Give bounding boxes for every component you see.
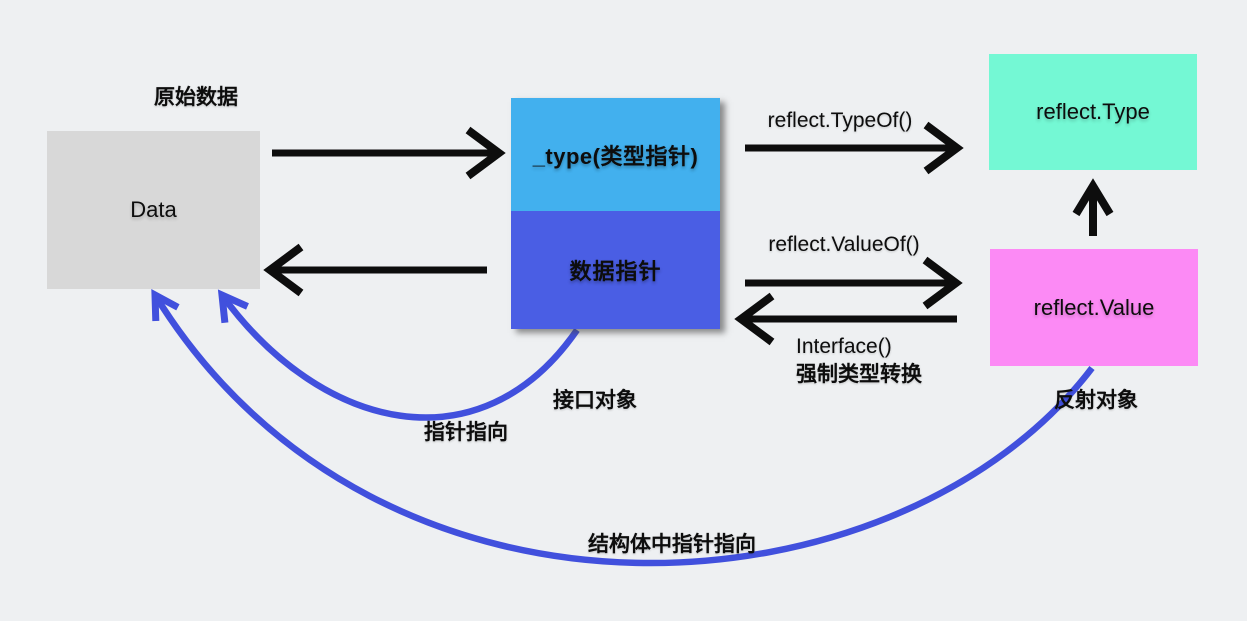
caption-interface-object: 接口对象 — [553, 389, 637, 412]
arrow-data-to-interface-icon — [272, 126, 506, 180]
data-pointer-label: 数据指针 — [569, 259, 662, 284]
reflect-type-label: reflect.Type — [1036, 99, 1150, 124]
data-box-label: Data — [130, 197, 177, 222]
caption-reflect-object: 反射对象 — [1054, 389, 1138, 412]
typeof-label: reflect.TypeOf() — [767, 109, 913, 132]
reflect-value-label: reflect.Value — [1033, 294, 1155, 320]
type-pointer-label: _type(类型指针) — [532, 143, 699, 169]
caption-raw-data: 原始数据 — [154, 86, 238, 109]
arrow-value-to-type-icon — [1072, 178, 1114, 236]
curve-struct-pointer-to-data-icon — [151, 289, 1095, 567]
interface-return-label-line2: 强制类型转换 — [796, 363, 922, 386]
data-box: Data — [47, 131, 260, 289]
interface-return-label: Interface() 强制类型转换 — [796, 333, 922, 389]
arrow-interface-to-data-icon — [263, 243, 487, 297]
type-pointer-section: _type(类型指针) — [511, 98, 720, 211]
reflect-value-box: reflect.Value — [990, 249, 1198, 366]
arrow-valueof-icon — [745, 256, 963, 310]
reflect-type-box: reflect.Type — [989, 54, 1197, 170]
pointer-label: 指针指向 — [424, 421, 508, 444]
struct-pointer-label: 结构体中指针指向 — [588, 533, 756, 556]
data-pointer-section: 数据指针 — [511, 211, 720, 329]
valueof-label: reflect.ValueOf() — [768, 233, 920, 256]
interface-return-label-line1: Interface() — [796, 335, 892, 358]
interface-box: _type(类型指针) 数据指针 — [511, 98, 720, 329]
